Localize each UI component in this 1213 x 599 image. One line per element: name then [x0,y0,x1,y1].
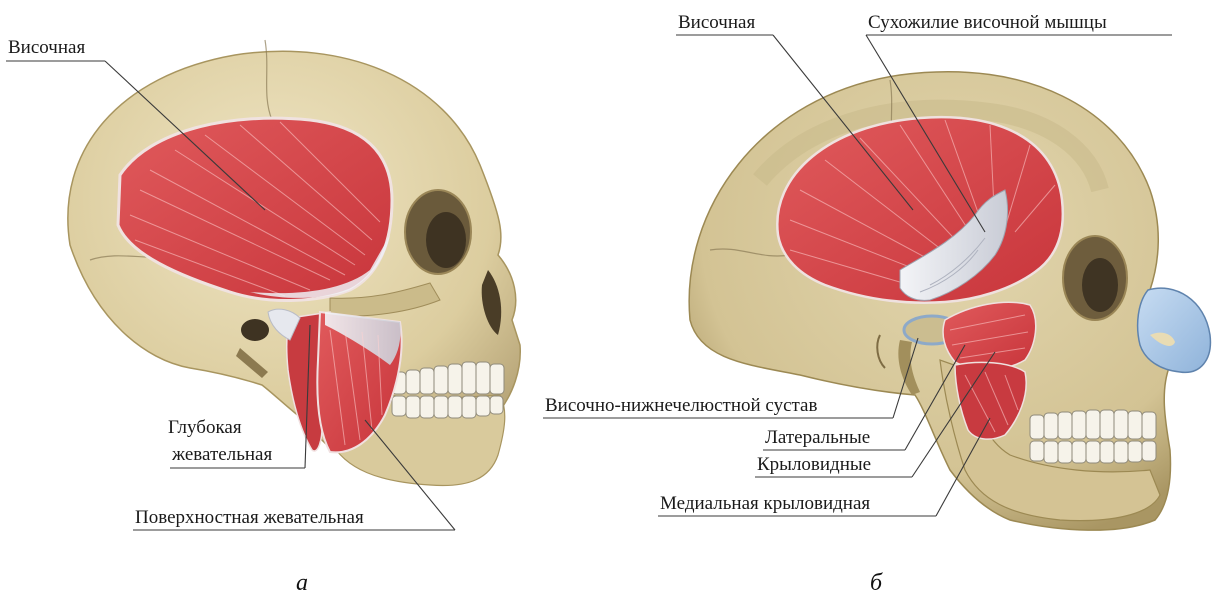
svg-text:Височно-нижнечелюстной сустав: Височно-нижнечелюстной сустав [545,395,817,416]
teeth-b [1030,410,1156,463]
svg-text:Крыловидные: Крыловидные [757,454,871,475]
svg-text:Височная: Височная [678,12,755,33]
panel-a-caption: а [296,570,308,596]
svg-text:Латеральные: Латеральные [765,427,870,448]
svg-text:Височная: Височная [8,37,85,58]
teeth-a [392,362,504,418]
panel-a: Височная Глубокая жевательная Поверхност… [6,37,520,596]
svg-text:Сухожилие височной мышцы: Сухожилие височной мышцы [868,12,1107,33]
svg-text:Поверхностная жевательная: Поверхностная жевательная [135,507,364,528]
svg-text:Медиальная крыловидная: Медиальная крыловидная [660,493,870,514]
svg-text:жевательная: жевательная [171,444,272,465]
panel-b: Височная Сухожилие височной мышцы Височн… [543,12,1210,596]
svg-text:Глубокая: Глубокая [168,417,242,438]
panel-b-caption: б [870,570,883,596]
